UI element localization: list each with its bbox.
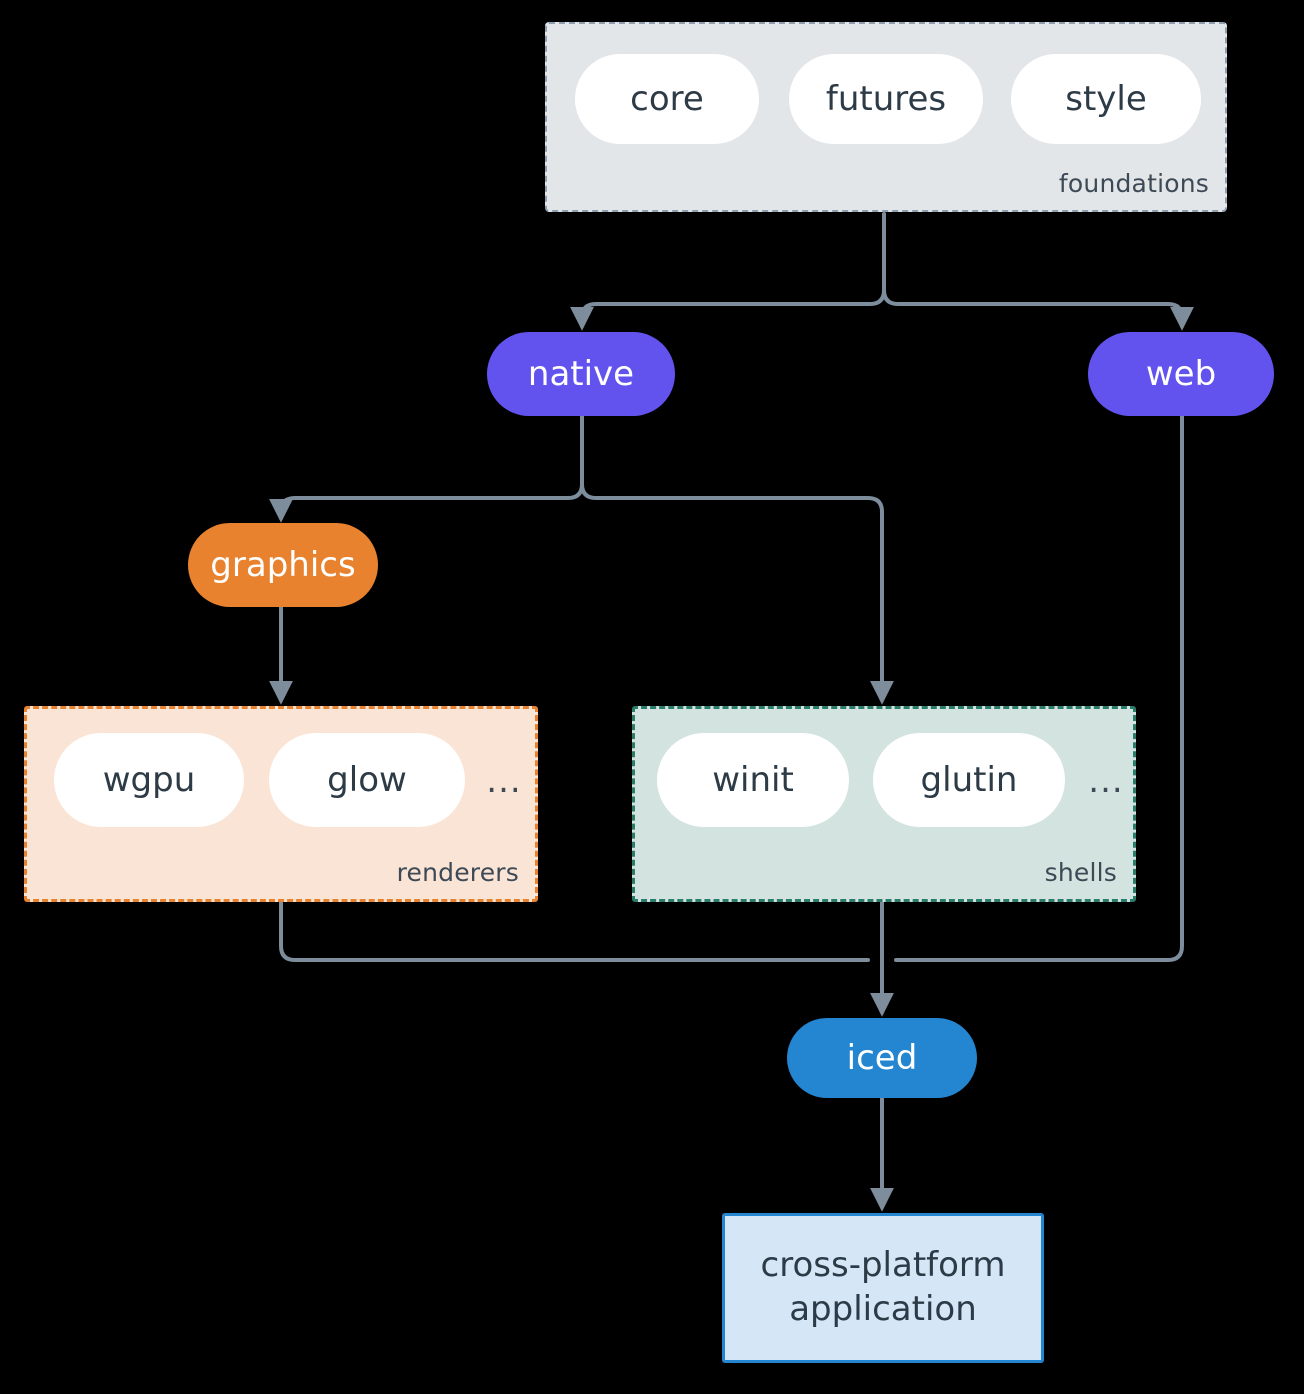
group-label-foundations: foundations <box>1058 169 1209 198</box>
node-shells-more: ... <box>1088 761 1124 801</box>
node-futures[interactable]: futures <box>789 54 983 144</box>
node-renderers-more: ... <box>486 761 522 801</box>
application-line-1: cross-platform <box>760 1245 1006 1286</box>
application-line-2: application <box>789 1289 977 1329</box>
node-web[interactable]: web <box>1088 332 1274 416</box>
edge-native-to-graphics <box>269 482 584 523</box>
node-cross-platform-application[interactable]: cross-platform application <box>722 1213 1044 1363</box>
node-native[interactable]: native <box>487 332 675 416</box>
node-glutin[interactable]: glutin <box>873 733 1065 827</box>
edge-foundations-to-web <box>882 288 1194 331</box>
edge-native-to-shells <box>580 482 894 705</box>
node-iced[interactable]: iced <box>787 1018 977 1098</box>
group-foundations: core futures style foundations <box>545 22 1227 212</box>
node-core[interactable]: core <box>575 54 759 144</box>
node-glow[interactable]: glow <box>269 733 465 827</box>
group-label-renderers: renderers <box>396 858 519 887</box>
group-label-shells: shells <box>1044 858 1117 887</box>
node-style[interactable]: style <box>1011 54 1201 144</box>
edge-renderers-to-iced <box>279 900 870 962</box>
edge-foundations-to-native <box>570 288 886 331</box>
edge-web-to-iced <box>894 414 1184 962</box>
group-renderers: wgpu glow ... renderers <box>24 706 538 902</box>
node-graphics[interactable]: graphics <box>188 523 378 607</box>
node-winit[interactable]: winit <box>657 733 849 827</box>
node-wgpu[interactable]: wgpu <box>54 733 244 827</box>
group-shells: winit glutin ... shells <box>632 706 1136 902</box>
